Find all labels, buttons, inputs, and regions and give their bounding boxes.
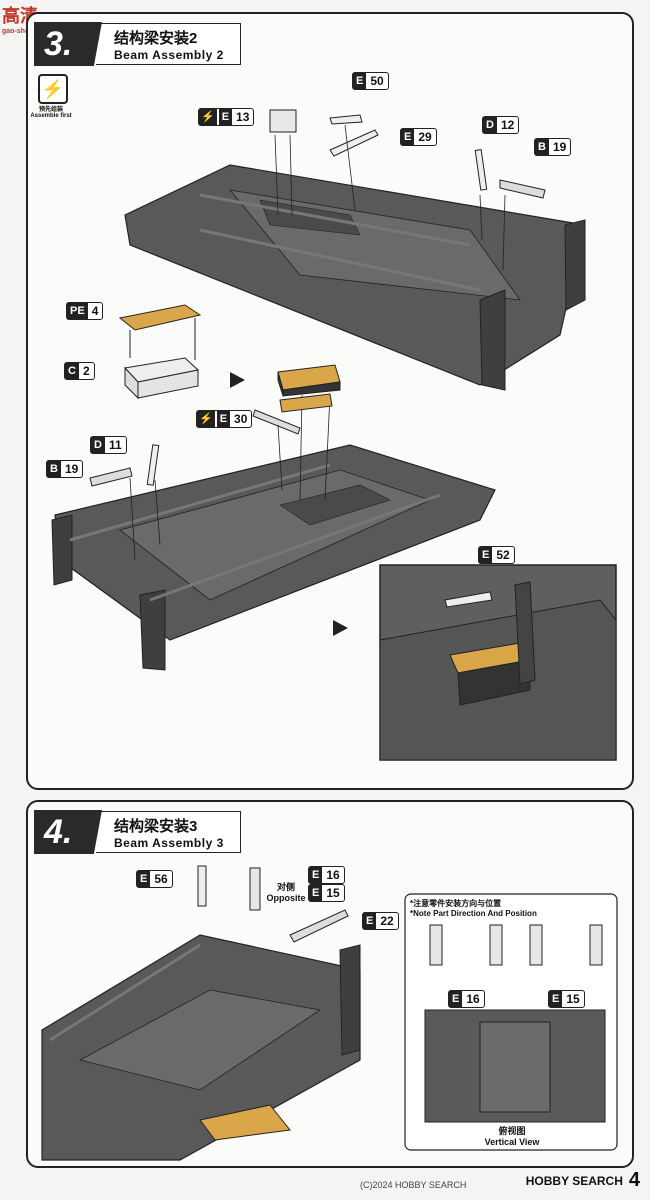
step3-header: 3. 结构梁安装2 Beam Assembly 2 [34, 22, 241, 66]
subassembly-illustration [118, 304, 341, 400]
assemble-first-label: 预先组装 Assemble first [30, 107, 72, 119]
step4-frame-illustration [41, 865, 361, 1161]
note-box [404, 893, 618, 1151]
lower-frame-illustration [51, 393, 496, 671]
opposite-label: 对侧 Opposite [266, 882, 306, 903]
step4-title: 结构梁安装3 Beam Assembly 3 [96, 811, 241, 853]
step4-title-en: Beam Assembly 3 [114, 835, 224, 850]
step3-title: 结构梁安装2 Beam Assembly 2 [96, 23, 241, 65]
step4-title-cn: 结构梁安装3 [114, 817, 198, 835]
step4-number: 4. [34, 810, 102, 854]
detail-inset-illustration [379, 564, 617, 761]
page-number: 4 [628, 1169, 640, 1191]
vertical-view-label: 俯视图 Vertical View [484, 1126, 540, 1147]
note-title: *注意零件安装方向与位置 *Note Part Direction And Po… [410, 899, 537, 918]
step4-header: 4. 结构梁安装3 Beam Assembly 3 [34, 810, 241, 854]
brand-name: HOBBY SEARCH [525, 1173, 623, 1188]
copyright: (C)2024 HOBBY SEARCH [360, 1180, 467, 1190]
step3-title-cn: 结构梁安装2 [114, 29, 198, 47]
step3-number: 3. [34, 22, 102, 66]
footer-brand: HOBBY SEARCH 4 [526, 1169, 640, 1192]
upper-frame-illustration [124, 109, 586, 391]
step3-title-en: Beam Assembly 2 [114, 47, 224, 62]
assemble-first-icon: ⚡ [38, 74, 68, 104]
